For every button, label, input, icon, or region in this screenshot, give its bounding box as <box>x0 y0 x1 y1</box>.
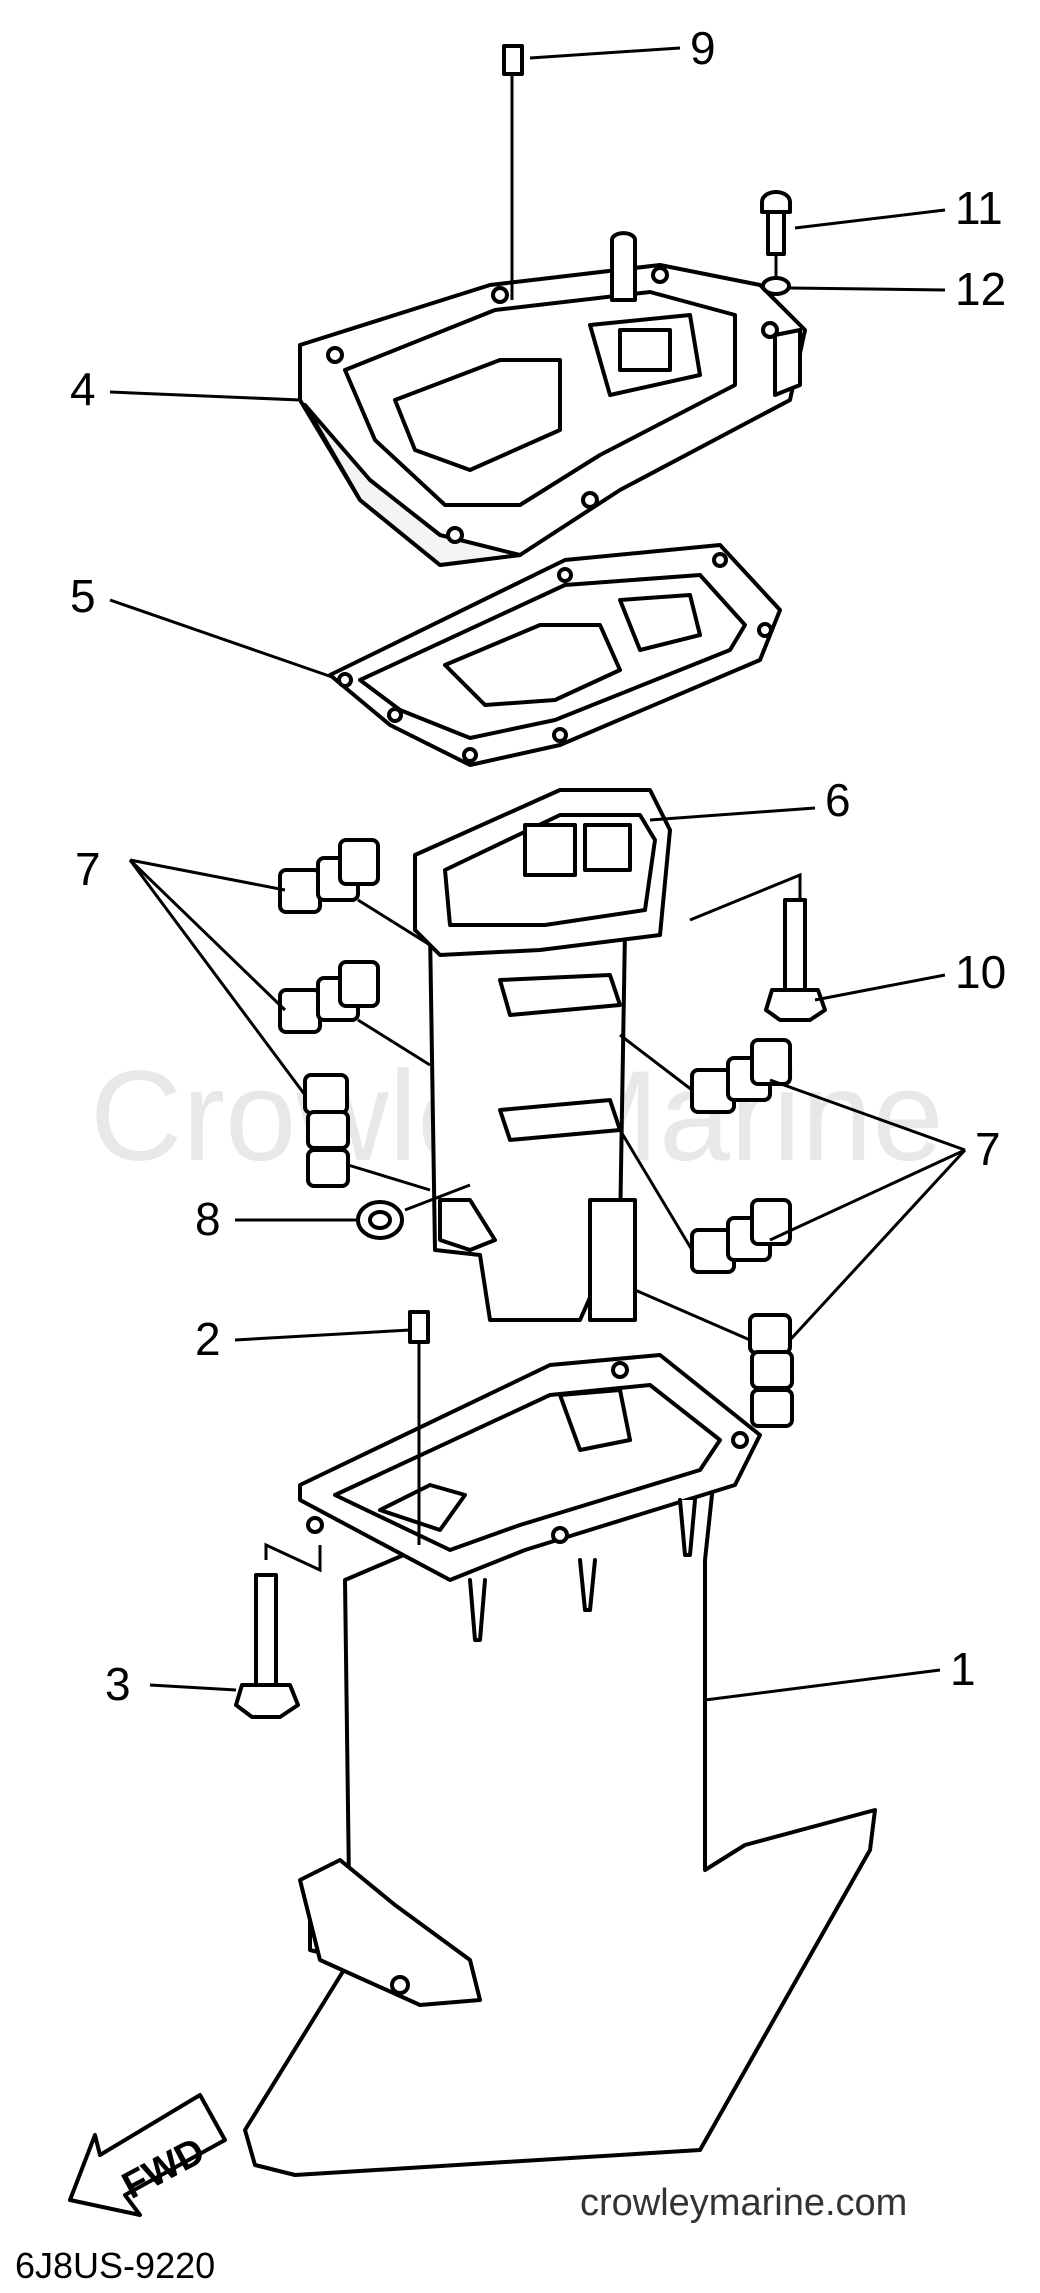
part-4-upper-plate <box>298 231 807 567</box>
callout-5: 5 <box>70 570 96 622</box>
callout-6: 6 <box>825 774 851 826</box>
leader-lines <box>109 46 967 1702</box>
callout-8: 8 <box>195 1193 221 1245</box>
forward-arrow: FWD <box>68 2093 227 2217</box>
part-7-mounts-right <box>690 1038 794 1428</box>
callout-1: 1 <box>950 1643 976 1695</box>
part-2-dowel <box>408 1310 430 1344</box>
part-11-bolt <box>760 190 792 256</box>
part-12-washer <box>761 276 791 296</box>
site-label: crowleymarine.com <box>580 2182 907 2224</box>
callout-7-right: 7 <box>975 1123 1001 1175</box>
callout-12: 12 <box>955 263 1006 315</box>
diagram-code: 6J8US-9220 <box>15 2245 215 2286</box>
callout-2: 2 <box>195 1313 221 1365</box>
callout-3: 3 <box>105 1658 131 1710</box>
part-5-gasket <box>328 543 782 767</box>
part-1-upper-casing <box>243 1353 877 2177</box>
callout-7-left: 7 <box>75 843 101 895</box>
callout-10: 10 <box>955 946 1006 998</box>
part-7-mounts-left <box>278 838 380 1188</box>
part-6-exhaust-guide <box>413 788 672 1322</box>
part-8-grommet <box>356 1200 404 1240</box>
part-10-bolt <box>764 898 827 1022</box>
part-9-dowel <box>502 44 524 76</box>
callout-4: 4 <box>70 363 96 415</box>
callout-labels: 9 11 12 4 5 6 7 10 7 8 2 3 1 <box>70 22 1006 1710</box>
callout-11: 11 <box>955 182 1003 234</box>
part-3-bolt <box>234 1573 300 1719</box>
callout-9: 9 <box>690 22 716 74</box>
